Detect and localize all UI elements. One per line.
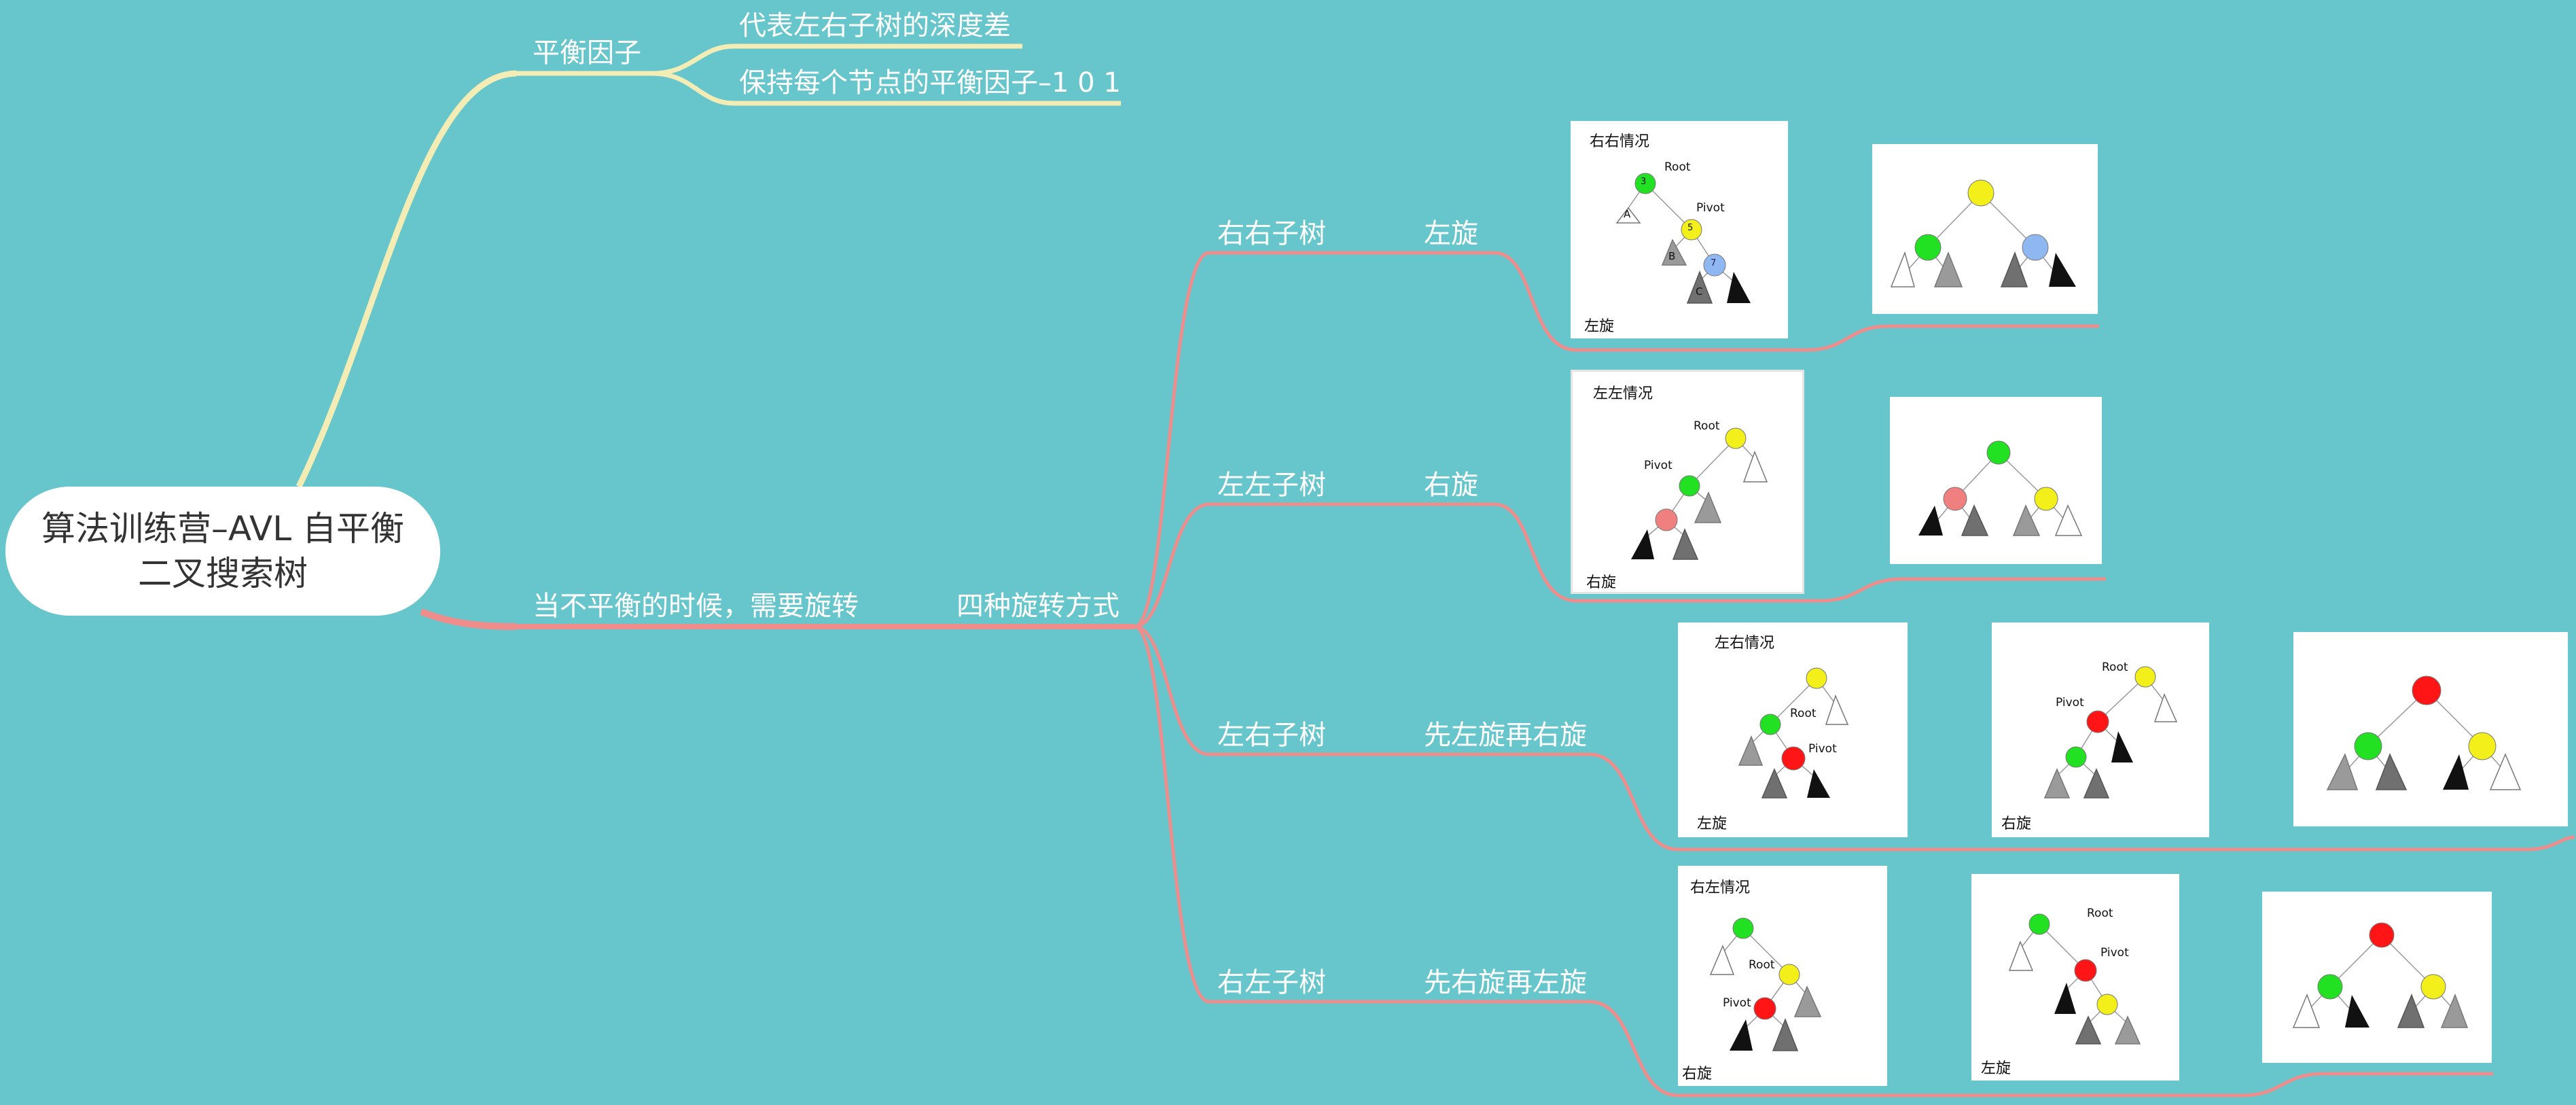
- ll-after-image: [1890, 397, 2102, 564]
- rl-foot-1: 右旋: [1682, 1066, 1713, 1083]
- connector-root-rotation: [420, 608, 517, 630]
- rl-title: 右左情况: [1690, 879, 1751, 896]
- rl-root-label: Root: [1749, 958, 1775, 972]
- subtree-c-shape: [1686, 270, 1713, 304]
- rr-title: 右右情况: [1590, 133, 1650, 150]
- rr-before-image: 右右情况 Root Pivot 3 5 7 A B C 左旋: [1571, 121, 1788, 338]
- rl-result-image: [2262, 892, 2492, 1063]
- case-ll-method[interactable]: 右旋: [1424, 470, 1478, 501]
- connector-root-balance: [296, 70, 517, 488]
- case-lr-method[interactable]: 先左旋再右旋: [1424, 720, 1587, 751]
- case-rl-method[interactable]: 先右旋再左旋: [1424, 967, 1587, 998]
- case-ll-subtree[interactable]: 左左子树: [1217, 470, 1326, 501]
- rr-root-label: Root: [1664, 160, 1691, 174]
- node-7-blue: [1703, 253, 1726, 277]
- rl2-root-label: Root: [2087, 907, 2113, 920]
- rr-after-image: [1872, 144, 2098, 314]
- connector-case-2: [1134, 502, 2106, 629]
- balance-item-depth-diff[interactable]: 代表左右子树的深度差: [739, 10, 1011, 41]
- root-topic[interactable]: 算法训练营–AVL 自平衡二叉搜索树: [5, 487, 440, 616]
- connector-case-3: [1134, 625, 2575, 852]
- ll-foot: 右旋: [1586, 574, 1617, 591]
- lr2-root-label: Root: [2102, 661, 2128, 674]
- ll-before-image: 左左情况 Root Pivot 右旋: [1571, 370, 1804, 594]
- lr-foot-1: 左旋: [1697, 815, 1728, 832]
- subtree-key-b: B: [1668, 250, 1676, 262]
- lr-root-label: Root: [1790, 707, 1817, 720]
- balance-factor-topic[interactable]: 平衡因子: [533, 37, 641, 69]
- connector-balance-item-2: [651, 71, 1121, 106]
- node-key-3: 3: [1641, 177, 1647, 187]
- rr-foot: 左旋: [1584, 318, 1615, 335]
- lr2-pivot-label: Pivot: [2056, 696, 2084, 709]
- lr-result-image: [2293, 632, 2568, 826]
- connector-case-4: [1134, 625, 2493, 1098]
- rr-pivot-label: Pivot: [1696, 201, 1725, 215]
- connector-case-1: [1134, 251, 2099, 629]
- rotation-group-topic[interactable]: 四种旋转方式: [956, 591, 1120, 622]
- subtree-a-shape: [1615, 207, 1641, 224]
- rl-foot-2: 左旋: [1981, 1060, 2011, 1077]
- lr-foot-2: 右旋: [2001, 815, 2032, 832]
- ll-title: 左左情况: [1593, 385, 1653, 402]
- rl-step1-image: 右左情况 Root Pivot 右旋: [1678, 866, 1887, 1086]
- ll-pivot-label: Pivot: [1644, 459, 1672, 472]
- subtree-b-shape: [1661, 239, 1687, 266]
- case-rr-subtree[interactable]: 右右子树: [1217, 218, 1326, 249]
- subtree-d-shape: [1727, 272, 1751, 303]
- node-3-green: [1634, 173, 1656, 194]
- node-5-yellow: [1681, 219, 1702, 241]
- root-topic-text: 算法训练营–AVL 自平衡二叉搜索树: [41, 509, 404, 593]
- rl-pivot-label: Pivot: [1723, 996, 1751, 1010]
- rl-step2-image: Root Pivot 左旋: [1971, 874, 2179, 1081]
- connector-balance-item-1: [651, 43, 1022, 76]
- ll-root-label: Root: [1694, 419, 1720, 433]
- case-rr-method[interactable]: 左旋: [1424, 218, 1478, 249]
- case-lr-subtree[interactable]: 左右子树: [1217, 720, 1326, 751]
- balance-item-keep-factor[interactable]: 保持每个节点的平衡因子–1 0 1: [739, 67, 1121, 99]
- rl2-pivot-label: Pivot: [2100, 946, 2129, 960]
- node-key-5: 5: [1687, 223, 1694, 233]
- node-key-7: 7: [1711, 258, 1717, 268]
- case-rl-subtree[interactable]: 右左子树: [1217, 967, 1326, 998]
- lr-title: 左右情况: [1715, 635, 1775, 652]
- lr-step1-image: 左右情况 Root Pivot 左旋: [1678, 622, 1908, 837]
- subtree-key-c: C: [1696, 285, 1703, 298]
- lr-pivot-label: Pivot: [1808, 742, 1837, 756]
- rotation-topic[interactable]: 当不平衡的时候，需要旋转: [533, 591, 859, 622]
- subtree-key-a: A: [1624, 208, 1631, 220]
- lr-step2-image: Root Pivot 右旋: [1992, 622, 2209, 837]
